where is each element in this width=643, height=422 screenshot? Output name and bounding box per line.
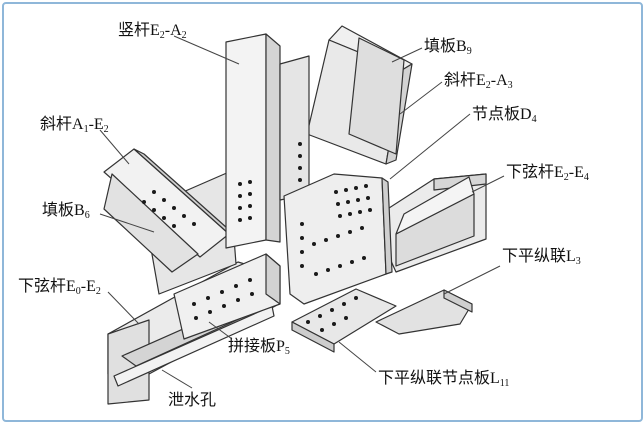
label-vertical-member: 竖杆E2-A2 <box>118 22 187 41</box>
label-bottom-chord-e2e4: 下弦杆E2-E4 <box>506 164 589 183</box>
bolt-holes <box>142 142 372 332</box>
label-lower-lateral-gusset-l11: 下平纵联节点板L11 <box>378 370 510 389</box>
label-filler-plate-b9: 填板B9 <box>424 38 472 57</box>
label-diagonal-a1e2: 斜杆A1-E2 <box>40 116 109 135</box>
label-drain-hole: 泄水孔 <box>168 392 217 409</box>
label-diagonal-e2a3: 斜杆E2-A3 <box>444 72 513 91</box>
truss-joint-drawing <box>99 25 505 405</box>
label-lower-lateral-l3: 下平纵联L3 <box>502 248 581 267</box>
label-splice-plate-p5: 拼接板P5 <box>228 338 290 357</box>
lower-lateral-l3-member <box>375 289 473 335</box>
label-bottom-chord-e0e2: 下弦杆E0-E2 <box>18 278 101 297</box>
vertical-member-e2a2 <box>225 33 267 249</box>
label-filler-plate-b6: 填板B6 <box>42 202 90 221</box>
leader-lines <box>99 35 505 389</box>
label-gusset-plate-d4: 节点板D4 <box>472 106 537 125</box>
